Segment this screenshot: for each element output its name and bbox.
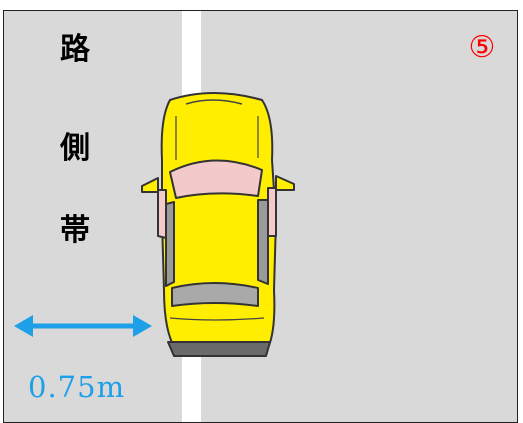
measurement-label: 0.75m bbox=[28, 370, 126, 404]
roadside-label-char-2: 側 bbox=[60, 131, 90, 166]
roadside-label-char-3: 帯 bbox=[60, 213, 90, 248]
roadside-label-char-1: 路 bbox=[60, 32, 90, 67]
car-top-view-icon bbox=[141, 92, 295, 357]
double-headed-arrow-icon bbox=[14, 315, 152, 337]
step-number: ⑤ bbox=[468, 30, 496, 65]
